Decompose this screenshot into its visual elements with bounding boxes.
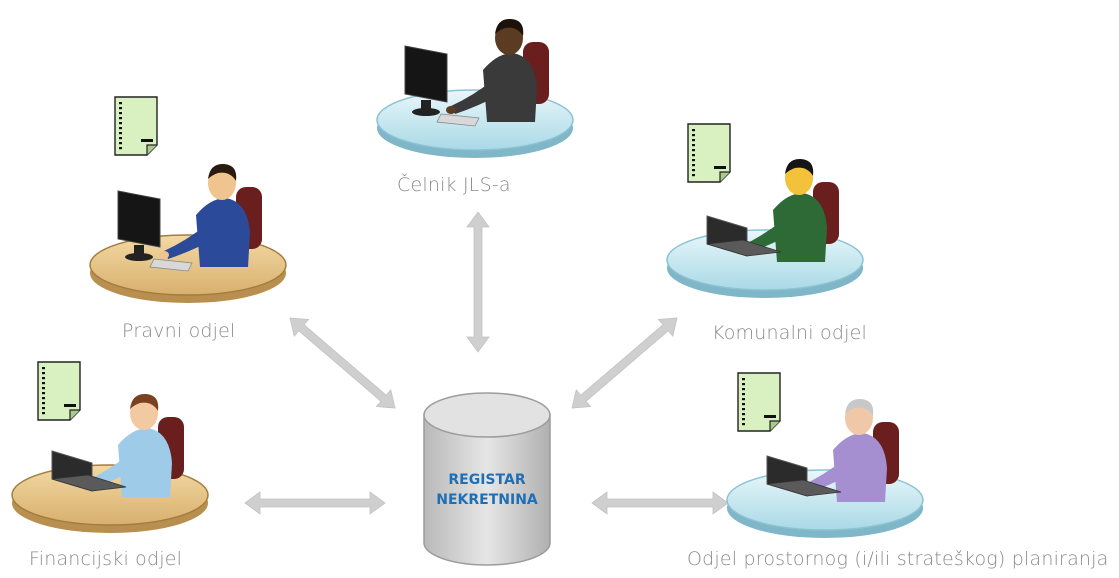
workstation-prostorno [726, 398, 924, 538]
people-layer [11, 18, 924, 538]
database-label-line2: NEKRETNINA [436, 492, 538, 508]
node-label-prostorno: Odjel prostornog (i/ili strateškog) plan… [687, 548, 1109, 570]
workstation-pravni [89, 163, 287, 303]
node-label-celnik: Čelnik JLS-a [397, 174, 511, 196]
laptop-base-komunalni [706, 239, 782, 257]
person-head-financijski [130, 396, 158, 430]
person-head-komunalni [785, 161, 813, 195]
arrow-pravni [289, 317, 396, 409]
node-label-komunalni: Komunalni odjel [712, 322, 867, 344]
person-body-pravni [196, 198, 250, 267]
document-icon-pravni [114, 96, 158, 156]
arrow-prostorno [591, 491, 729, 515]
node-label-financijski: Financijski odjel [29, 548, 183, 570]
workstation-celnik [376, 18, 574, 158]
arrow-komunalni [571, 317, 678, 409]
node-label-pravni: Pravni odjel [122, 320, 236, 342]
person-body-prostorno [833, 433, 887, 502]
database-label-line1: REGISTAR [448, 472, 526, 488]
laptop-base-financijski [51, 474, 127, 492]
keyboard-celnik [436, 113, 480, 127]
arrow-financijski [244, 491, 386, 515]
database-cylinder [423, 392, 551, 566]
person-head-celnik [495, 21, 523, 55]
laptop-base-prostorno [766, 479, 842, 497]
person-body-financijski [118, 428, 172, 497]
arrow-celnik [466, 211, 490, 353]
document-icon-komunalni [687, 123, 731, 183]
monitor-celnik [404, 45, 448, 103]
document-icon-prostorno [737, 372, 781, 432]
arrows [244, 211, 729, 515]
person-body-celnik [483, 53, 537, 122]
document-icon-financijski [37, 361, 81, 421]
person-body-komunalni [773, 193, 827, 262]
database-label: REGISTAR NEKRETNINA [424, 470, 550, 510]
person-head-prostorno [845, 401, 873, 435]
keyboard-pravni [149, 258, 193, 272]
person-head-pravni [208, 166, 236, 200]
workstation-komunalni [666, 158, 864, 298]
monitor-pravni [117, 190, 161, 248]
workstation-financijski [11, 393, 209, 533]
